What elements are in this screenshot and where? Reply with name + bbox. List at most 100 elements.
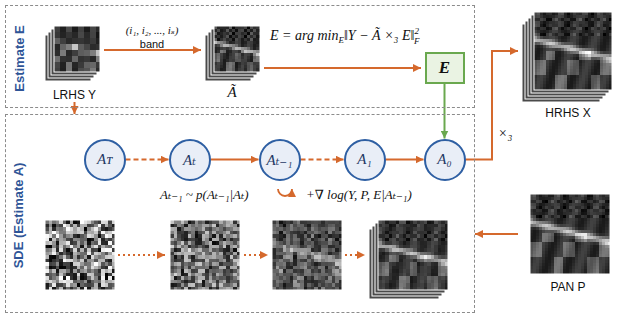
pixel [587, 254, 590, 257]
pixel [537, 66, 540, 69]
pixel [56, 262, 60, 266]
pixel [56, 227, 60, 231]
pixel [256, 65, 259, 68]
pixel [70, 255, 74, 259]
pixel [576, 33, 579, 36]
pixel [536, 203, 539, 206]
pixel [101, 234, 105, 238]
pixel [570, 51, 573, 54]
pixel [584, 197, 587, 200]
pixel [66, 44, 72, 50]
pixel [591, 60, 594, 63]
pixel [603, 21, 606, 24]
pixel [536, 254, 539, 257]
pixel [569, 251, 572, 254]
pixel [594, 30, 597, 33]
pixel [533, 227, 536, 230]
pixel [60, 32, 66, 38]
pixel [256, 44, 259, 47]
pixel [533, 248, 536, 251]
pixel [588, 54, 591, 57]
pixel [232, 32, 235, 35]
pixel [582, 69, 585, 72]
pixel [594, 45, 597, 48]
pixel [597, 45, 600, 48]
pixel [578, 266, 581, 269]
pixel [545, 233, 548, 236]
pixel [594, 51, 597, 54]
pixel [594, 18, 597, 21]
pixel [584, 248, 587, 251]
pixel [605, 236, 608, 239]
pixel [112, 220, 116, 224]
pixel [573, 39, 576, 42]
pixel [596, 218, 599, 221]
pixel [585, 48, 588, 51]
pixel [52, 248, 56, 252]
pixel [96, 50, 100, 56]
pixel [600, 54, 603, 57]
pixel [599, 245, 602, 248]
image-texture [214, 26, 260, 72]
pixel [585, 18, 588, 21]
pixel [579, 45, 582, 48]
pixel [241, 56, 244, 59]
pixel [602, 203, 605, 206]
pixel [588, 75, 591, 78]
pixel [558, 54, 561, 57]
pixel [561, 39, 564, 42]
pixel [226, 32, 229, 35]
pixel [546, 21, 549, 24]
pixel [542, 209, 545, 212]
pixel [593, 251, 596, 254]
pixel [561, 51, 564, 54]
pixel [536, 206, 539, 209]
pixel [555, 60, 558, 63]
pixel [576, 60, 579, 63]
pixel [593, 269, 596, 272]
pixel [566, 200, 569, 203]
pixel [606, 57, 609, 60]
pixel [590, 269, 593, 272]
pixel [564, 48, 567, 51]
pixel [587, 227, 590, 230]
pixel [587, 203, 590, 206]
pixel [599, 257, 602, 260]
pixel [226, 50, 229, 53]
pixel [560, 251, 563, 254]
pixel [543, 69, 546, 72]
pixel [602, 230, 605, 233]
pixel [594, 66, 597, 69]
pixel [584, 206, 587, 209]
pixel [569, 203, 572, 206]
pixel [80, 259, 84, 263]
pixel [238, 50, 241, 53]
pixel [244, 68, 247, 71]
pixel [558, 60, 561, 63]
pixel [66, 26, 72, 32]
pixel [558, 33, 561, 36]
pixel [594, 69, 597, 72]
pixel [52, 252, 56, 256]
pixel [603, 69, 606, 72]
pixel [602, 197, 605, 200]
pixel [570, 75, 573, 78]
pixel [229, 65, 232, 68]
pixel [223, 53, 226, 56]
pixel [572, 251, 575, 254]
pixel [539, 227, 542, 230]
pixel [606, 84, 609, 87]
pixel [546, 45, 549, 48]
pixel [579, 57, 582, 60]
pixel [569, 197, 572, 200]
pixel [572, 200, 575, 203]
pixel [554, 227, 557, 230]
pixel [591, 45, 594, 48]
pixel [543, 39, 546, 42]
pixel [590, 227, 593, 230]
pixel [229, 32, 232, 35]
pixel [600, 63, 603, 66]
pixel [597, 75, 600, 78]
pixel [552, 15, 555, 18]
